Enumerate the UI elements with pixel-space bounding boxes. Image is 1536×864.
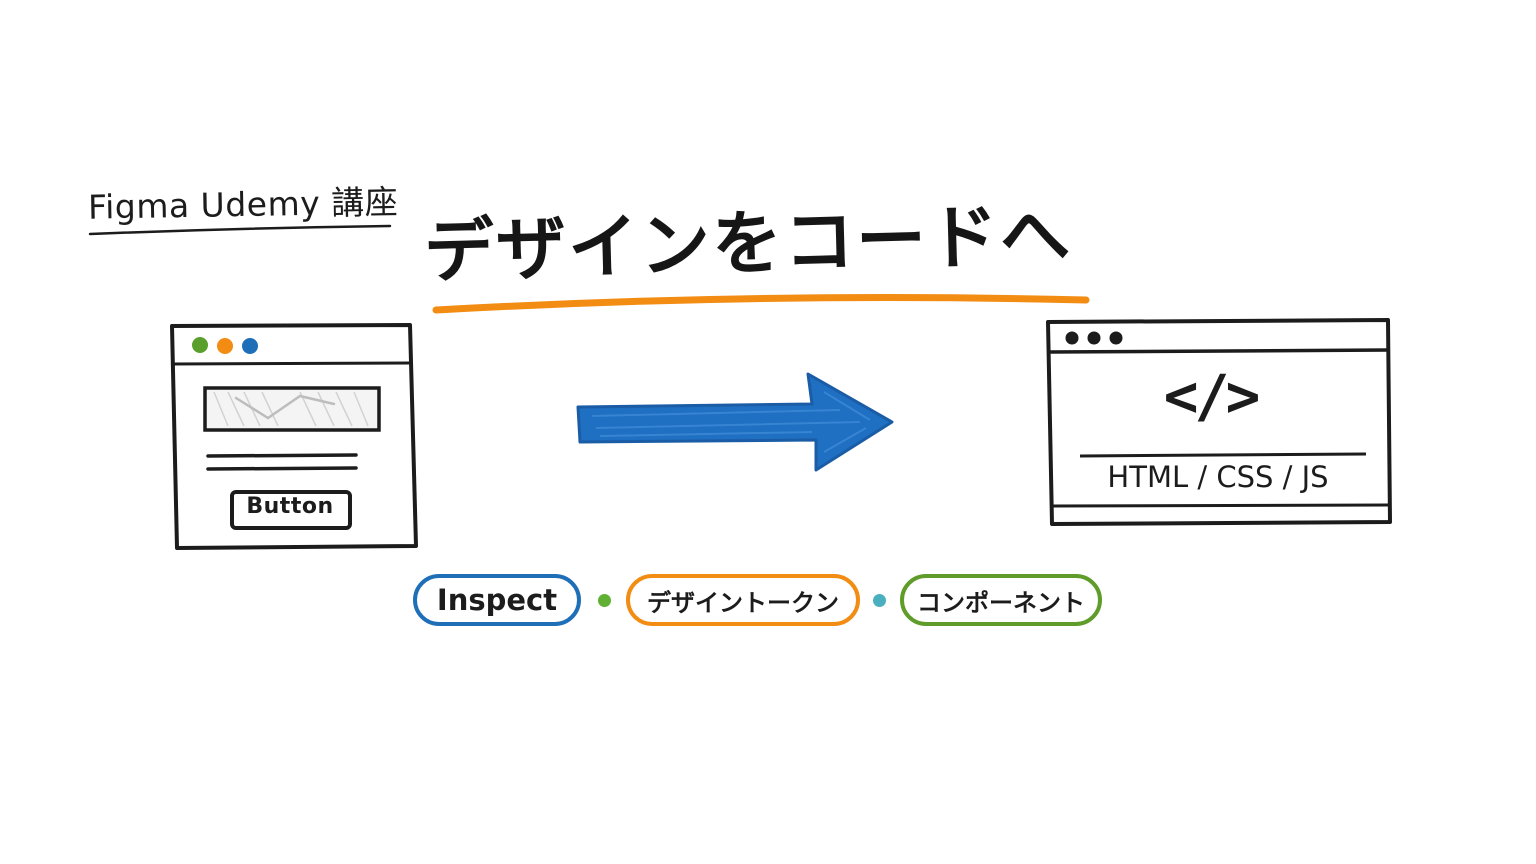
- code-window-footer-line: [1051, 503, 1390, 508]
- headline-underline: [432, 294, 1090, 314]
- tag-design-tokens: デザイントークン: [626, 574, 860, 626]
- separator-dot-1: [598, 594, 611, 607]
- code-caption: HTML / CSS / JS: [1107, 460, 1329, 494]
- tag-label: コンポーネント: [917, 588, 1085, 617]
- code-window-dot-2: [1087, 331, 1101, 345]
- ui-button-label: Button: [246, 494, 334, 519]
- tag-components: コンポーネント: [900, 574, 1102, 626]
- code-window-dot-1: [1065, 331, 1079, 345]
- window-dot-orange: [217, 338, 233, 354]
- separator-dot-2: [873, 594, 886, 607]
- code-window: [1046, 318, 1392, 526]
- code-window-divider: [1079, 452, 1367, 458]
- text-line-2: [206, 466, 358, 471]
- text-line-1: [206, 453, 358, 458]
- code-window-dot-3: [1109, 331, 1123, 345]
- window-dot-green: [192, 337, 208, 353]
- page-title: デザインをコードへ: [423, 194, 1073, 293]
- code-brackets-icon: </>: [1163, 362, 1261, 430]
- window-dot-blue: [242, 338, 258, 354]
- tag-label: Inspect: [436, 583, 558, 617]
- ui-button-outline: [230, 490, 352, 530]
- kicker-underline: [88, 224, 392, 236]
- tag-label: デザイントークン: [647, 588, 839, 617]
- image-placeholder: [203, 386, 381, 432]
- design-mock-window: [170, 323, 418, 550]
- tag-inspect: Inspect: [413, 574, 581, 626]
- arrow-icon: [576, 372, 894, 472]
- course-kicker: Figma Udemy 講座: [87, 182, 399, 227]
